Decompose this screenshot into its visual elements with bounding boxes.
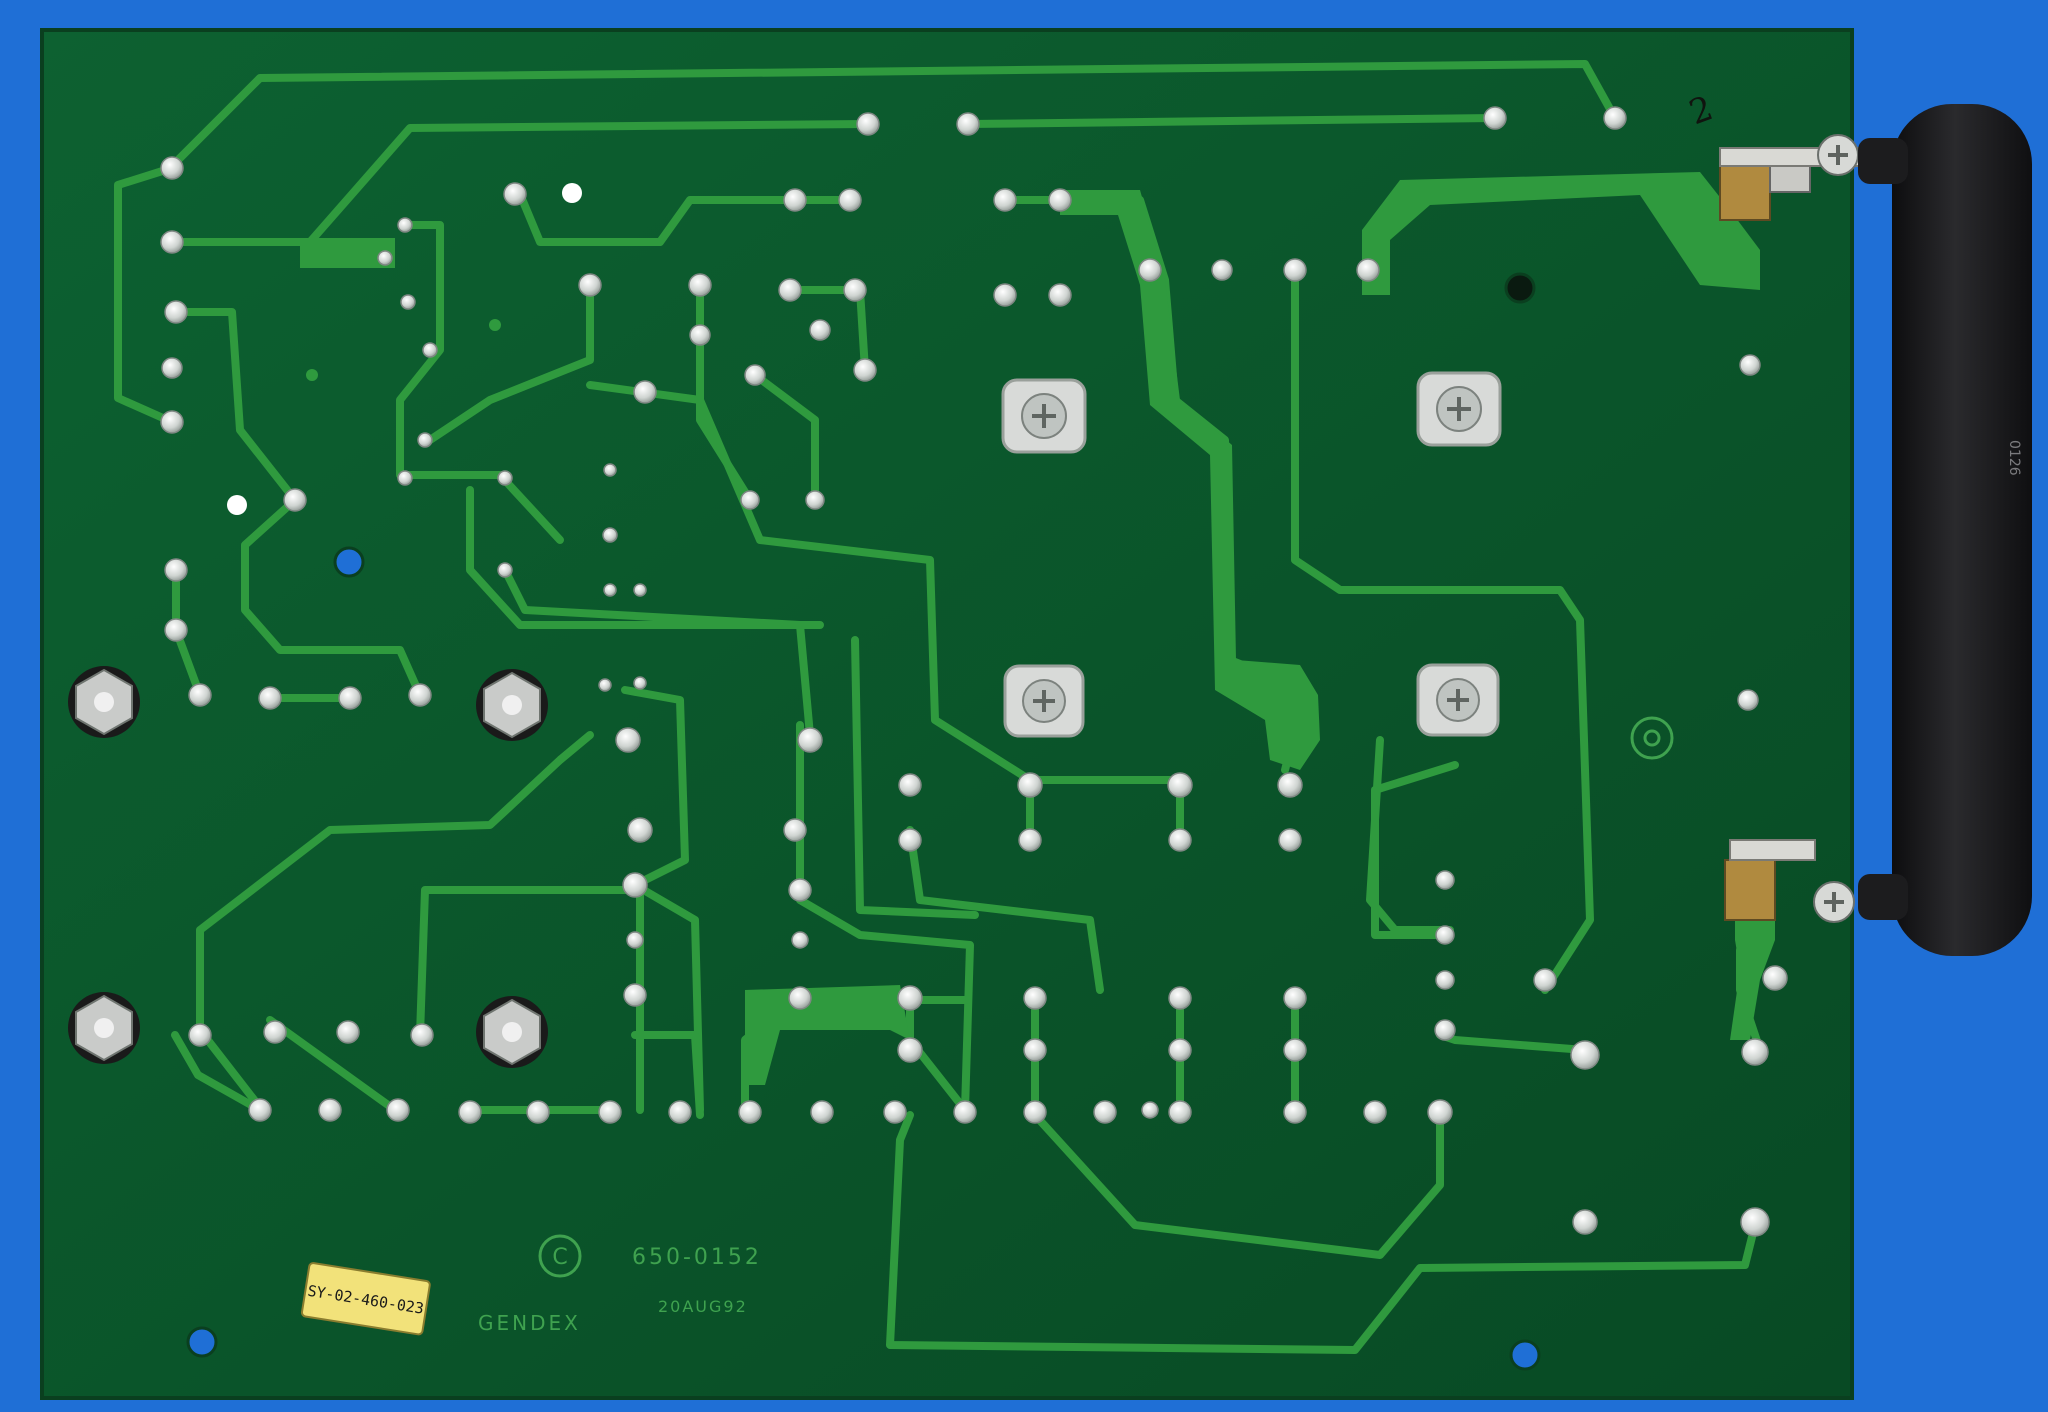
resistor-bracket-top xyxy=(1719,134,1881,221)
part-sticker: SY-02-460-023 xyxy=(300,1262,431,1336)
screw-pad-3 xyxy=(1003,664,1085,738)
solder-joints xyxy=(160,106,1788,1237)
resistor-body xyxy=(1892,104,2032,956)
standoffs xyxy=(68,666,548,1068)
standoff-bottom-left xyxy=(68,992,140,1064)
screw-pad-4 xyxy=(1416,663,1500,737)
screw-pads xyxy=(1001,371,1502,738)
copper-pours xyxy=(300,172,1775,1085)
copyright-symbol: C xyxy=(552,1245,567,1270)
drill-holes xyxy=(186,183,1541,1371)
screw-pad-1 xyxy=(1001,378,1087,454)
resistor-bracket-bottom xyxy=(1724,839,1855,923)
standoff-bottom-center xyxy=(476,996,548,1068)
board-logo-circle xyxy=(1630,716,1674,760)
screw-pad-2 xyxy=(1416,371,1502,447)
date-code-text: 20AUG92 xyxy=(658,1297,748,1316)
standoff-top-left xyxy=(68,666,140,738)
power-resistor: 0126 xyxy=(1719,104,2032,956)
manufacturer-text: GENDEX xyxy=(478,1311,581,1335)
resistor-code: 0126 xyxy=(2006,440,2022,476)
standoff-top-center xyxy=(476,669,548,741)
copyright-circle xyxy=(538,1234,582,1278)
part-number-text: 650-0152 xyxy=(632,1245,762,1270)
